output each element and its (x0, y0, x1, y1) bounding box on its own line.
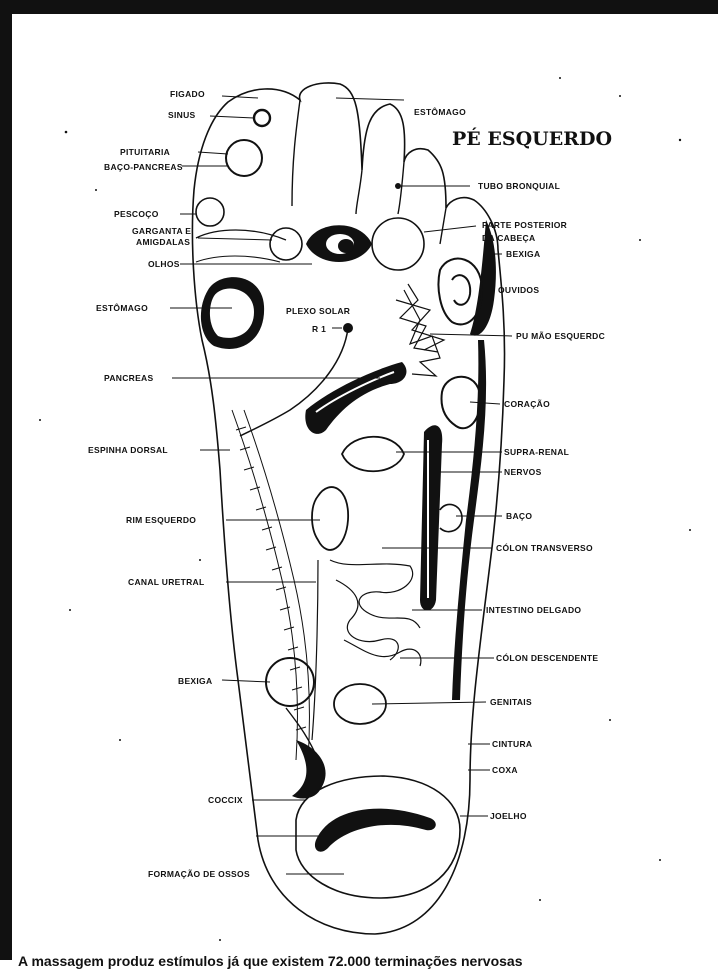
label-ouvidos: OUVIDOS (498, 285, 539, 295)
label-genitais: GENITAIS (490, 697, 532, 707)
label-figado: FIGADO (170, 89, 205, 99)
label-rim-esquerdo: RIM ESQUERDO (126, 515, 196, 525)
label-pescoco: PESCOÇO (114, 209, 159, 219)
label-coxa: COXA (492, 765, 518, 775)
ear-shape (439, 259, 483, 325)
ear-inner (452, 275, 470, 305)
left-border (0, 0, 12, 960)
lung-shape (396, 284, 444, 376)
label-nervos: NERVOS (504, 467, 542, 477)
caption: A massagem produz estímulos já que exist… (18, 953, 523, 969)
kidney-shape (312, 487, 348, 550)
label-sinus: SINUS (168, 110, 196, 120)
throat-point (270, 228, 302, 260)
label-espinha-dorsal: ESPINHA DORSAL (88, 445, 168, 455)
label-coracao: CORAÇÃO (504, 399, 550, 409)
adrenal-shape (342, 437, 404, 472)
chart-title: PÉ ESQUERDO (452, 127, 612, 150)
label-garganta-e: GARGANTA E (132, 226, 191, 236)
sinus-point (254, 110, 270, 126)
pituitary-point (226, 140, 262, 176)
label-pancreas: PANCREAS (104, 373, 154, 383)
heel-crescent (315, 809, 436, 852)
label-colon-descendente: CÓLON DESCENDENTE (496, 652, 598, 663)
colon-descending (452, 340, 486, 700)
label-baco-pancreas: BAÇO-PANCREAS (104, 162, 183, 172)
label-estomago-top: ESTÔMAGO (414, 106, 466, 117)
label-estomago: ESTÔMAGO (96, 302, 148, 313)
label-supra-renal: SUPRA-RENAL (504, 447, 569, 457)
label-baco: BAÇO (506, 511, 532, 521)
label-plexo-solar: PLEXO SOLAR (286, 306, 350, 316)
label-bexiga-upper: BEXIGA (506, 249, 540, 259)
label-amigdalas: AMIGDALAS (136, 237, 190, 247)
label-formacao-ossos: FORMAÇÃO DE OSSOS (148, 869, 250, 879)
label-canal-uretral: CANAL URETRAL (128, 577, 204, 587)
spine-shape (232, 410, 309, 760)
neck-point (196, 198, 224, 226)
label-olhos: OLHOS (148, 259, 180, 269)
label-tubo-bronquial: TUBO BRONQUIAL (478, 181, 560, 191)
toe-line-1 (292, 100, 300, 206)
intestine-shape (330, 560, 421, 666)
label-pulmao-esquerdo: PU MÃO ESQUERDC (516, 331, 605, 341)
toe-line-4 (440, 208, 446, 244)
label-r1: R 1 (312, 324, 326, 334)
label-bexiga-lower: BEXIGA (178, 676, 212, 686)
label-coccix: COCCIX (208, 795, 243, 805)
label-joelho: JOELHO (490, 811, 527, 821)
label-parte-posterior: PARTE POSTERIOR (482, 220, 567, 230)
urethra-line (312, 560, 318, 740)
bladder-lower (266, 658, 314, 706)
leader-lines-left (170, 96, 380, 874)
nerve-bar (420, 425, 442, 610)
eye-pupil (338, 239, 354, 253)
toe-line-2 (356, 170, 362, 214)
label-da-cabeca: DA CABEÇA (482, 233, 535, 243)
label-colon-transverso: CÓLON TRANSVERSO (496, 542, 593, 553)
spleen-shape (440, 504, 462, 531)
label-pituitaria: PITUITARIA (120, 147, 170, 157)
big-toe-base-2 (196, 256, 280, 262)
label-intestino-delgado: INTESTINO DELGADO (486, 605, 581, 615)
top-border (0, 0, 718, 14)
back-head-point (372, 218, 424, 270)
label-cintura: CINTURA (492, 739, 532, 749)
